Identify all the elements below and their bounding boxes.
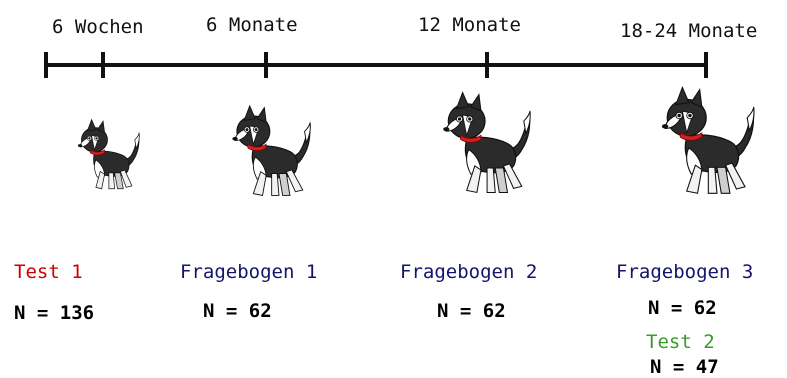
study-n-fragebogen-2: N = 62 [437,300,506,322]
study-title-test-1: Test 1 [14,261,83,283]
timeline-label-6-monate: 6 Monate [206,14,298,36]
timeline-line [44,63,706,67]
study-title-fragebogen-3: Fragebogen 3 [616,261,754,283]
study-n-test-1: N = 136 [14,302,95,324]
dog-adult-icon [661,86,755,194]
dog-adolescent-icon [443,91,531,194]
timeline-label-18-24-monate: 18-24 Monate [620,20,758,42]
study-n-fragebogen-1: N = 62 [203,300,272,322]
study-n-test-2: N = 47 [650,356,719,378]
timeline-label-6-wochen: 6 Wochen [52,16,144,38]
study-title-fragebogen-2: Fragebogen 2 [400,261,538,283]
timeline-tick-6-wochen [101,52,105,78]
study-title-fragebogen-1: Fragebogen 1 [180,261,318,283]
timeline-tick-start [44,52,48,78]
dog-young-icon [232,104,311,196]
timeline-tick-18-24-monate [704,52,708,78]
timeline-tick-6-monate [264,52,268,78]
study-n-fragebogen-3: N = 62 [648,297,717,319]
dog-puppy-icon [77,118,140,190]
timeline-tick-12-monate [485,52,489,78]
timeline-axis [44,52,714,78]
study-title-test-2: Test 2 [646,331,715,353]
timeline-label-12-monate: 12 Monate [418,14,521,36]
